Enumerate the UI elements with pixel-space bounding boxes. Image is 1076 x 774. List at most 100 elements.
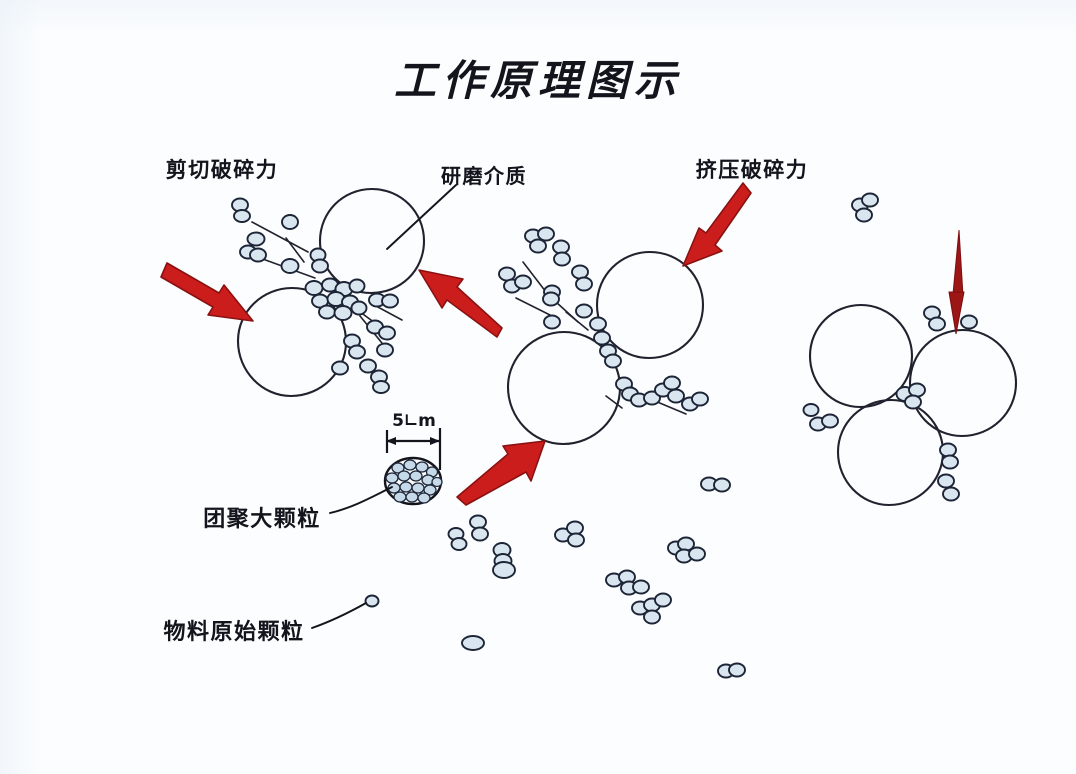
- raw-particle-leader-line: [311, 602, 367, 629]
- particle: [728, 662, 746, 678]
- grinding-media-circle-right-lower: [836, 398, 945, 507]
- particle: [908, 382, 926, 398]
- particle: [492, 561, 516, 579]
- particle: [471, 526, 489, 542]
- particle: [246, 231, 266, 247]
- page-title: 工作原理图示: [394, 56, 682, 105]
- particle: [566, 520, 584, 536]
- shear-force-arrow-right: [418, 269, 503, 338]
- particle: [280, 258, 300, 274]
- particle: [372, 380, 390, 394]
- agglomerate-subparticle: [399, 481, 413, 493]
- leader-lines: [311, 184, 457, 629]
- particle: [359, 358, 377, 374]
- agglomerate-subparticle: [393, 491, 407, 503]
- label-agglomerate: 团聚大颗粒: [203, 506, 321, 532]
- grinding-media-circle-right-upper: [908, 328, 1018, 438]
- particle: [941, 454, 959, 470]
- compression-force-arrow-middle: [682, 182, 752, 267]
- particle: [249, 247, 267, 263]
- particle: [802, 403, 820, 417]
- particle: [942, 486, 960, 502]
- particle: [333, 305, 353, 321]
- agglomerate-subparticle: [405, 491, 419, 503]
- particle: [529, 238, 547, 254]
- scale-bar-arrowhead-right: [430, 437, 440, 445]
- fracture-line: [515, 297, 553, 317]
- scale-bar-arrowhead-left: [386, 437, 396, 445]
- agglomerate-subparticle: [391, 462, 405, 474]
- grinding-media-leader-line: [386, 184, 457, 250]
- particle: [381, 293, 399, 309]
- agglomerate-subparticle: [415, 461, 429, 473]
- particle: [348, 344, 366, 360]
- fracture-line: [565, 311, 589, 331]
- particle: [861, 192, 879, 208]
- fracture-line: [251, 221, 309, 253]
- particle: [498, 266, 516, 282]
- scale-bar-label: 5∟m: [392, 411, 436, 431]
- particle: [713, 477, 731, 493]
- particle: [939, 442, 957, 458]
- particle: [450, 537, 468, 551]
- particle: [593, 330, 611, 346]
- particle: [688, 546, 706, 562]
- particle: [643, 390, 661, 406]
- label-shear-force: 剪切破碎力: [166, 157, 279, 182]
- particle: [575, 303, 593, 319]
- agglomerate-subparticle: [417, 492, 431, 504]
- particle: [604, 353, 622, 369]
- fracture-line: [654, 400, 687, 415]
- label-raw-particles: 物料原始颗粒: [163, 619, 304, 645]
- particle: [571, 264, 589, 280]
- particle: [553, 251, 571, 267]
- agglomerate-subparticle: [423, 484, 437, 496]
- grinding-media-circle-right-left: [808, 303, 914, 409]
- particle: [589, 316, 607, 332]
- particle: [281, 214, 299, 230]
- particle: [537, 226, 555, 242]
- particle: [928, 316, 946, 332]
- agglomerate-subparticles: [385, 459, 443, 504]
- particle: [821, 413, 839, 429]
- particle: [376, 342, 394, 358]
- particle: [331, 360, 349, 376]
- fracture-line: [285, 237, 305, 263]
- particle: [542, 291, 560, 307]
- compression-force-arrow-right: [948, 229, 965, 335]
- particle: [233, 209, 251, 223]
- particle: [575, 276, 593, 292]
- particle: [937, 473, 955, 489]
- particle: [904, 394, 922, 410]
- particle: [632, 579, 650, 595]
- particle: [654, 592, 672, 608]
- feed-arrow: [456, 440, 546, 506]
- particle: [318, 304, 336, 320]
- force-arrows: [160, 182, 752, 506]
- particle: [364, 594, 380, 608]
- particle: [348, 278, 366, 294]
- grinding-media-circle-left-upper: [318, 187, 426, 295]
- material-particles: [231, 192, 978, 679]
- agglomerate-subparticle: [411, 482, 425, 494]
- agglomerate-subparticle: [385, 472, 399, 484]
- thin-arrow-head: [948, 291, 965, 335]
- particle: [378, 325, 396, 341]
- agglomerate-subparticle: [409, 470, 423, 482]
- fracture-line: [375, 305, 403, 321]
- label-grinding-media: 研磨介质: [441, 164, 527, 188]
- particle: [960, 314, 978, 330]
- particle: [543, 314, 561, 330]
- agglomerate-subparticle: [397, 470, 411, 482]
- particle: [691, 391, 709, 407]
- particle: [514, 274, 532, 290]
- grinding-media-circle-middle-upper: [595, 250, 705, 360]
- particle: [350, 300, 368, 316]
- label-compression-force: 挤压破碎力: [696, 157, 809, 182]
- particle: [643, 609, 661, 625]
- agglomerate-subparticle: [403, 459, 417, 471]
- particle: [304, 280, 324, 296]
- particle: [461, 635, 485, 651]
